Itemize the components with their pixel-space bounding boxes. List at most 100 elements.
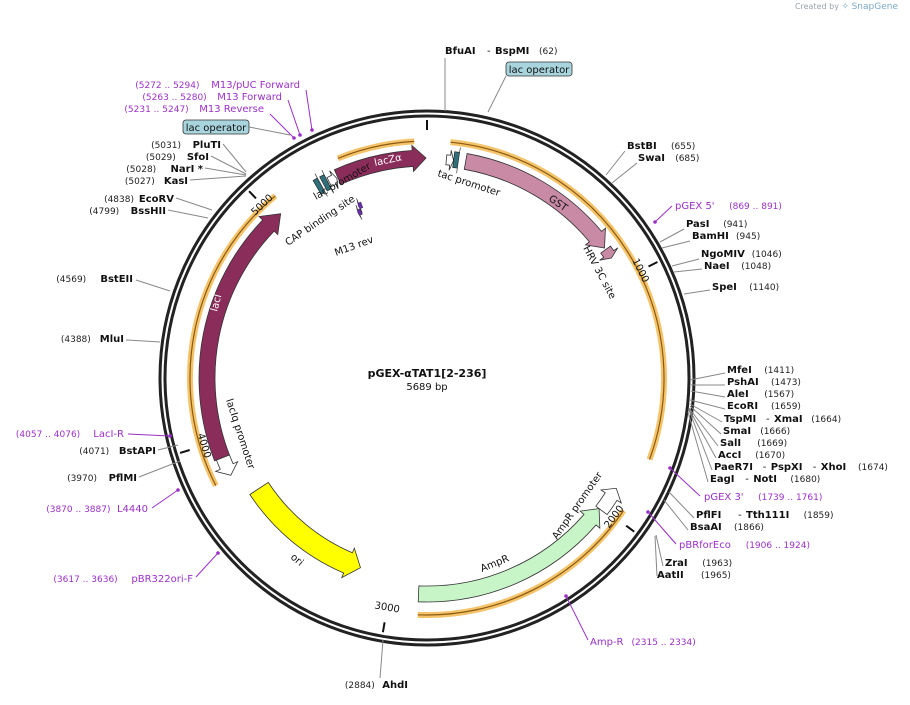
site-name: XhoI — [821, 462, 846, 473]
restriction-site: AhdI(2884) — [345, 639, 408, 691]
primer-mark — [564, 594, 568, 598]
leader-line — [689, 403, 723, 423]
primer-mark — [168, 434, 172, 438]
primer-range: (1739 .. 1761) — [758, 493, 822, 503]
site-position: (1473) — [771, 378, 801, 388]
site-name: NarI * — [171, 164, 204, 175]
primer-mark — [292, 136, 296, 140]
site-name: AleI — [727, 389, 749, 400]
restriction-site: PaeR7I-PspXI-XhoI(1674) — [688, 409, 888, 473]
tick-label: 3000 — [374, 600, 401, 615]
site-position: (1963) — [702, 559, 732, 569]
restriction-site: SmaI (1666) — [689, 405, 790, 437]
site-position: (1411) — [764, 366, 794, 376]
site-position: (4071) — [79, 447, 109, 457]
primer-leader — [287, 99, 301, 136]
laci-arrow — [198, 213, 282, 462]
restriction-sites-left: AhdI(2884)PflMI(3970)BstAPI(4071)MluI(43… — [56, 140, 408, 691]
primer-label: M13/pUC Forward(5272 .. 5294) — [135, 80, 314, 132]
site-position: (1866) — [734, 523, 764, 533]
site-position: (4388) — [61, 335, 91, 345]
primer-label: pGEX 3'(1739 .. 1761) — [668, 466, 822, 503]
primer-mark — [176, 488, 180, 492]
primer-leader — [647, 511, 677, 545]
primer-mark — [668, 466, 672, 470]
restriction-site: KasI(5027) — [125, 175, 247, 187]
primer-label: pGEX 5'(869 .. 891) — [653, 201, 782, 224]
svg-text:lac operator: lac operator — [186, 123, 247, 134]
restriction-site: BstEII(4569) — [56, 274, 171, 292]
tac-operator-block — [452, 147, 461, 174]
leader-line — [605, 150, 626, 176]
site-position: (5029) — [146, 153, 176, 163]
tick-label: 1000 — [629, 257, 650, 285]
primer-label: M13 Forward(5263 .. 5280) — [142, 92, 302, 137]
leader-line — [167, 209, 209, 219]
site-name: EcoRI — [727, 401, 758, 412]
restriction-site: EcoRV(4838) — [104, 194, 213, 211]
restriction-site: AccI(1670) — [688, 408, 785, 461]
feature-label-m13rev: M13 rev — [333, 235, 375, 259]
site-name: SmaI — [723, 426, 751, 437]
site-position: (4799) — [89, 207, 119, 217]
plasmid-name: pGEX-αTAT1[2-236] — [368, 367, 487, 380]
site-position: (1664) — [811, 415, 841, 425]
leader-line — [204, 167, 247, 176]
site-position: (1669) — [757, 439, 787, 449]
leader-line — [659, 228, 685, 243]
lac-operator-badge-left: lac operator — [182, 119, 291, 136]
site-name: SfoI — [187, 152, 209, 163]
leader-line — [379, 639, 384, 679]
site-position: (1666) — [760, 427, 790, 437]
leader-line — [689, 399, 726, 410]
lac-operator-block — [319, 169, 334, 194]
primer-name: M13 Reverse — [199, 104, 264, 115]
site-name: NotI — [753, 474, 777, 485]
restriction-site: MfeI (1411) — [689, 365, 794, 381]
primer-name: Amp-R — [590, 637, 624, 648]
site-name: XmaI — [774, 414, 803, 425]
leader-line — [671, 258, 700, 267]
site-position: (941) — [723, 220, 747, 230]
ori-arrow — [249, 481, 361, 579]
restriction-site: PluTI(5031) — [151, 140, 247, 173]
svg-text:lac operator: lac operator — [509, 65, 570, 76]
site-position: (5028) — [126, 165, 156, 175]
site-name: SpeI — [712, 282, 737, 293]
orf-arcs — [187, 138, 667, 618]
primer-range: (5272 .. 5294) — [135, 81, 199, 91]
restriction-site: ZraI(1963) — [655, 534, 732, 569]
site-name: PspXI — [771, 462, 803, 473]
site-name: BamHI — [692, 231, 729, 242]
restriction-sites-right: BfuAI-BspMI(62)BstBI(655)SwaI(685)PasI(9… — [444, 46, 888, 581]
site-position: (1140) — [749, 283, 779, 293]
site-separator: - — [813, 462, 817, 473]
restriction-site: TspMI-XmaI(1664) — [689, 403, 841, 425]
restriction-site: EcoRI(1659) — [689, 399, 801, 412]
tick-mark — [625, 524, 635, 533]
site-position: (1046) — [752, 250, 782, 260]
leader-line — [688, 408, 717, 459]
restriction-site: NarI * (5028) — [126, 164, 247, 176]
site-name: NaeI — [704, 261, 730, 272]
site-position: (1670) — [755, 451, 785, 461]
outer-ring — [158, 109, 696, 647]
restriction-site: MluI (4388) — [61, 334, 161, 345]
ampr-arrow — [417, 508, 601, 603]
backbone — [158, 109, 696, 647]
site-name: PflFI — [696, 510, 721, 521]
leader-line — [222, 143, 247, 173]
primer-name: pBR322ori-F — [131, 574, 193, 585]
leader-line — [210, 155, 247, 175]
lacZa-arrow — [333, 144, 427, 185]
site-name: MfeI — [727, 365, 752, 376]
site-name: BfuAI — [445, 46, 476, 57]
watermark-prefix: Created by — [794, 2, 839, 11]
m13-rev-bind — [355, 204, 363, 220]
site-name: BsaAI — [690, 522, 722, 533]
restriction-site: PasI(941) — [659, 219, 747, 243]
leader-line — [689, 372, 726, 381]
primer-leader — [654, 205, 673, 223]
site-name: MluI — [100, 334, 124, 345]
